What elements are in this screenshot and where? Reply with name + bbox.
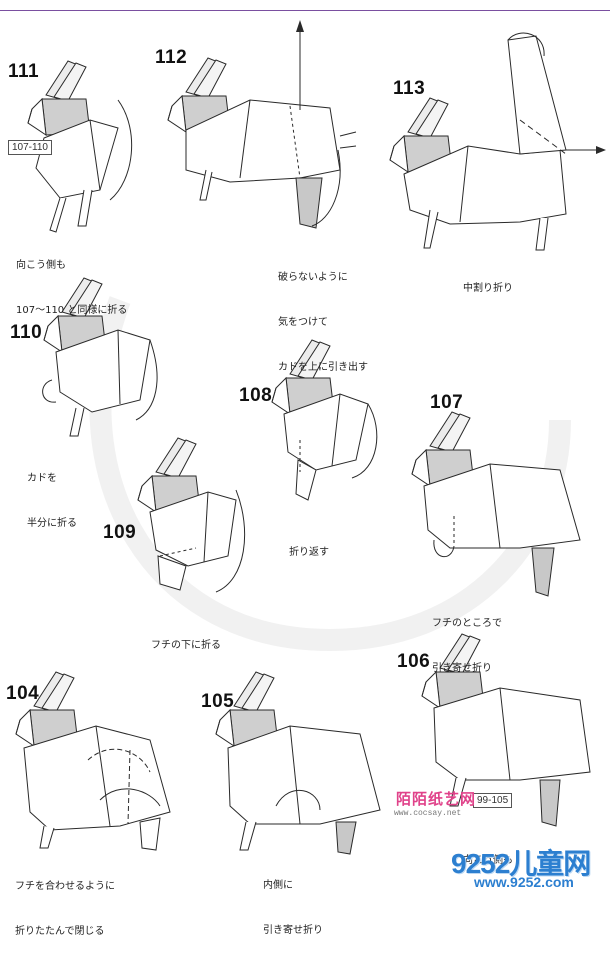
- caption-line: カドを: [27, 473, 57, 484]
- caption-line: 半分に折る: [27, 518, 77, 529]
- diagram-artwork: [15, 20, 606, 855]
- figure-step-110: [42, 277, 158, 437]
- figure-step-109: [137, 437, 246, 593]
- step-number-108: 108: [239, 385, 273, 406]
- caption-step-104: フチを合わせるように 折りたたんで閉じる: [15, 849, 115, 969]
- watermark-site-b: 9252儿童网: [451, 848, 591, 879]
- caption-line: 向こう側も: [16, 260, 66, 271]
- caption-line: 破らないように: [278, 272, 348, 283]
- caption-step-105: 内側に 引き寄せ折り: [263, 848, 323, 968]
- caption-line: 折り返す: [289, 547, 329, 558]
- reference-box-111: 107-110: [8, 140, 52, 155]
- caption-line: 中割り折り: [463, 283, 513, 294]
- figure-step-112: [167, 20, 357, 229]
- step-number-112: 112: [155, 47, 188, 68]
- step-number-111: 111: [8, 61, 40, 82]
- caption-line: 向こう側も: [463, 855, 513, 866]
- caption-line: 折りたたんで閉じる: [15, 926, 105, 937]
- watermark-site-a: 陌陌纸艺网: [396, 790, 477, 808]
- figure-step-106: [421, 633, 591, 827]
- caption-step-110: カドを 半分に折る: [27, 441, 77, 561]
- caption-line: 気をつけて: [278, 317, 328, 328]
- figure-step-113: [389, 32, 606, 251]
- caption-line: 引き寄せ折り: [432, 663, 492, 674]
- step-number-107: 107: [430, 392, 464, 413]
- caption-line: 引き寄せ折り: [263, 925, 323, 936]
- figure-step-107: [411, 411, 581, 597]
- step-number-113: 113: [393, 78, 426, 99]
- step-number-104: 104: [6, 683, 40, 704]
- caption-step-107: フチのところで 引き寄せ折り: [432, 586, 502, 706]
- figure-step-111: [27, 60, 133, 233]
- caption-line: カドを上に引き出す: [278, 362, 368, 373]
- caption-step-112: 破らないように 気をつけて カドを上に引き出す: [278, 240, 368, 405]
- caption-line: フチを合わせるように: [15, 881, 115, 892]
- step-number-105: 105: [201, 691, 235, 712]
- origami-diagram-page: 111 107-110 112 113 110 108 107 109 104 …: [0, 10, 610, 937]
- caption-line: フチの下に折る: [151, 640, 221, 651]
- top-rule: [0, 10, 610, 11]
- caption-line: 107～110 と同様に折る: [16, 305, 128, 316]
- caption-step-111: 向こう側も 107～110 と同様に折る: [16, 228, 127, 348]
- figure-step-104: [15, 671, 171, 851]
- step-number-106: 106: [397, 651, 431, 672]
- caption-step-108: 折り返す: [289, 515, 329, 590]
- watermark-site-a-url: www.cocsay.net: [394, 809, 462, 818]
- caption-step-113: 中割り折り: [463, 251, 513, 326]
- reference-box-106: 99-105: [473, 793, 513, 808]
- step-number-110: 110: [10, 322, 43, 343]
- caption-line: フチのところで: [432, 618, 502, 629]
- caption-line: 内側に: [263, 880, 293, 891]
- figure-step-108: [271, 339, 378, 501]
- caption-step-109: フチの下に折る: [151, 608, 221, 683]
- step-number-109: 109: [103, 522, 137, 543]
- caption-step-106: 向こう側も: [463, 823, 513, 898]
- watermark-site-b-url: www.9252.com: [474, 874, 574, 890]
- figure-step-105: [215, 671, 381, 855]
